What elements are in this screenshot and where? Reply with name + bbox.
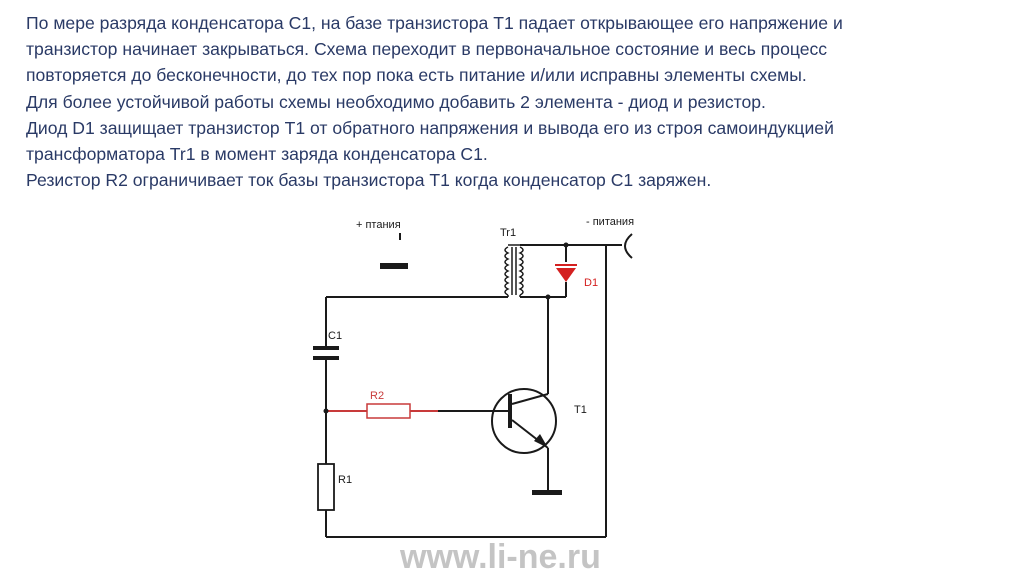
- r2-label: R2: [370, 390, 384, 402]
- capacitor-c1: [313, 346, 339, 360]
- diode-d1: [555, 264, 577, 282]
- text-line: По мере разряда конденсатора С1, на базе…: [26, 13, 843, 33]
- resistor-r2: [366, 403, 411, 419]
- plus-terminal: [380, 263, 408, 269]
- description-text: По мере разряда конденсатора С1, на базе…: [26, 10, 1016, 193]
- t1-label: T1: [574, 404, 587, 416]
- plus-supply-label: + птания: [356, 219, 401, 231]
- r1-label: R1: [338, 474, 352, 486]
- text-line: Диод D1 защищает транзистор Т1 от обратн…: [26, 117, 834, 138]
- watermark: www.li-ne.ru: [399, 538, 601, 576]
- junction-dot: [545, 294, 551, 300]
- ground-terminal: [532, 490, 562, 495]
- minus-terminal: [624, 233, 633, 259]
- text-line: Для более устойчивой работы схемы необхо…: [26, 91, 766, 112]
- transistor-t1: [491, 388, 557, 454]
- minus-supply-label: - питания: [586, 216, 634, 228]
- c1-label: C1: [328, 330, 342, 342]
- text-line: повторяется до бесконечности, до тех пор…: [26, 65, 807, 86]
- text-line: трансформатора Tr1 в момент заряда конде…: [26, 144, 488, 165]
- tr1-label: Tr1: [500, 227, 516, 239]
- junction-dot: [563, 242, 569, 248]
- transformer-tr1: [504, 244, 524, 297]
- resistor-r1: [317, 463, 335, 511]
- text-line: Резистор R2 ограничивает ток базы транзи…: [26, 170, 712, 191]
- d1-label: D1: [584, 277, 598, 289]
- text-line: транзистор начинает закрываться. Схема п…: [26, 39, 828, 60]
- junction-dot: [323, 408, 329, 414]
